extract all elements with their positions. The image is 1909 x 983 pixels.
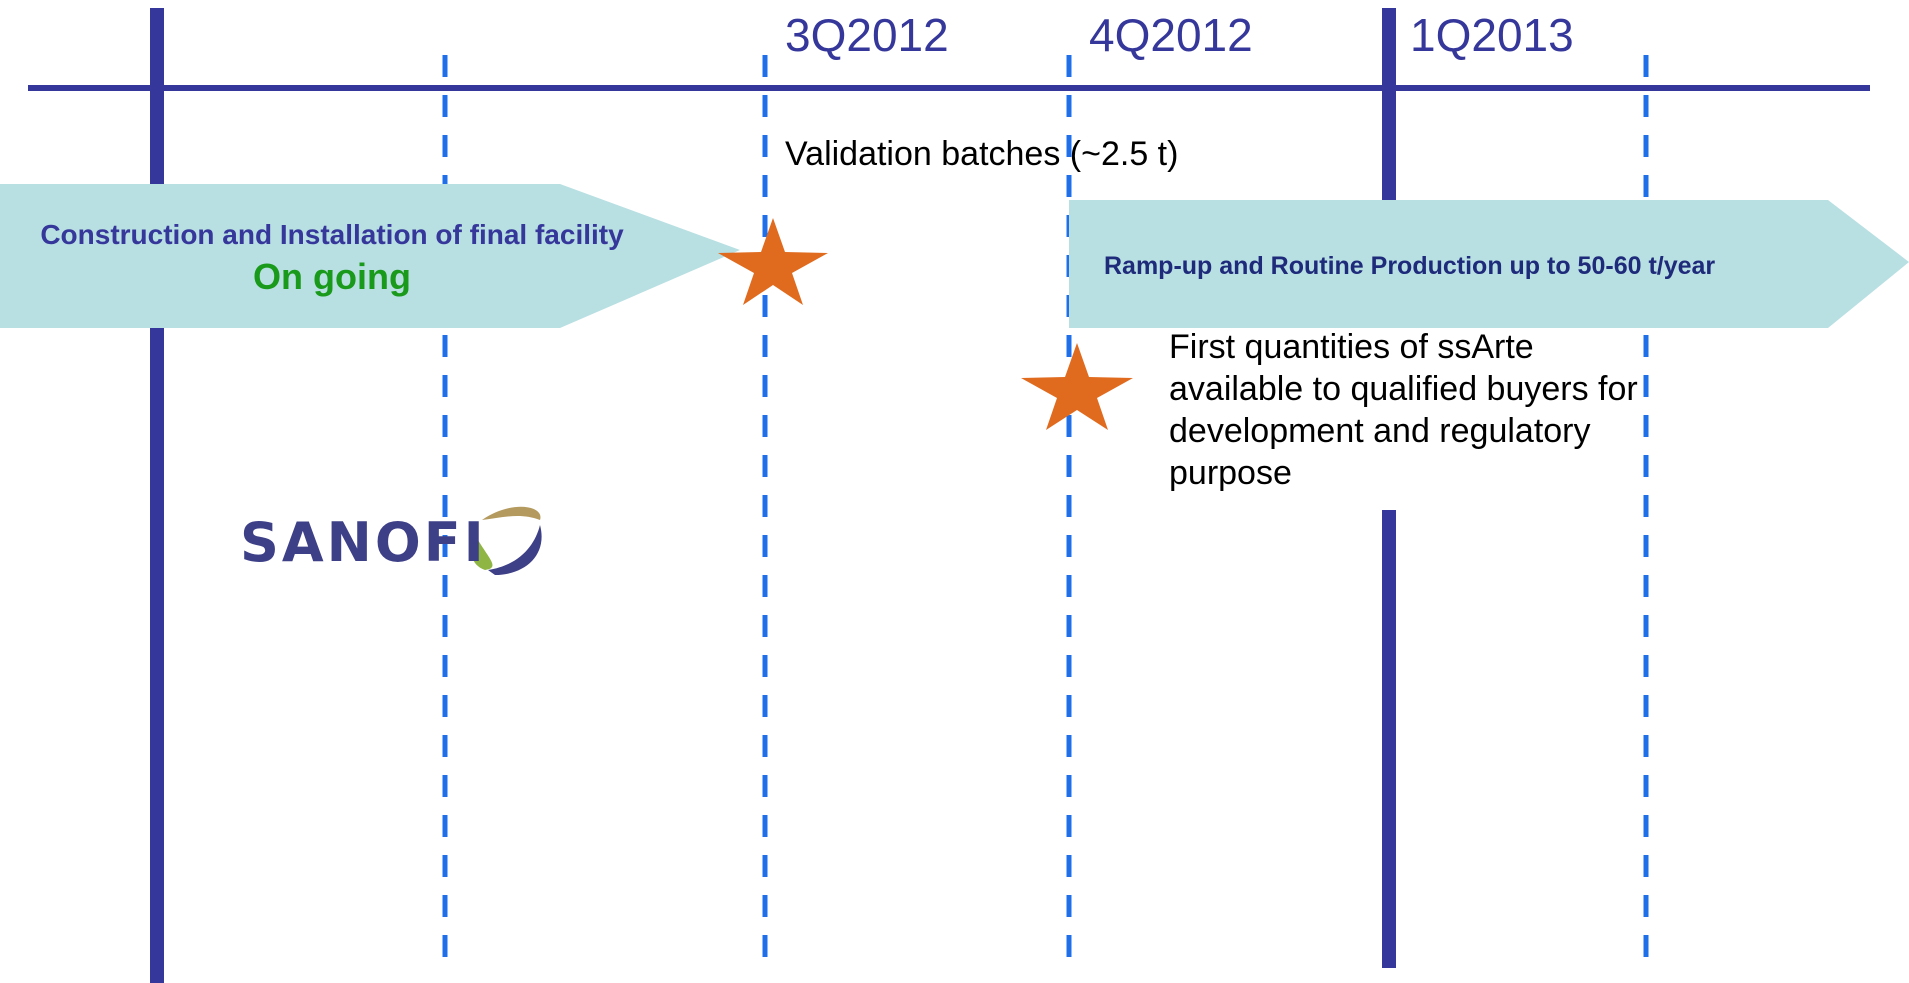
validation-batches-label: Validation batches (~2.5 t)	[785, 135, 1179, 173]
star-icon	[718, 218, 828, 305]
ramp-up-arrow	[1069, 200, 1909, 328]
quarter-label-4q2012: 4Q2012	[1089, 9, 1253, 61]
construction-arrow	[0, 184, 740, 328]
first-quantities-line: First quantities of ssArte	[1169, 328, 1534, 366]
first-quantities-line: purpose	[1169, 454, 1292, 492]
star-icon	[1021, 343, 1133, 430]
sanofi-logo: SANOFI	[240, 511, 487, 574]
first-quantities-note: First quantities of ssArte available to …	[1169, 326, 1638, 494]
quarter-label-3q2012: 3Q2012	[785, 9, 949, 61]
first-quantities-line: available to qualified buyers for	[1169, 370, 1638, 408]
first-quantities-line: development and regulatory	[1169, 412, 1591, 450]
sanofi-bird-icon	[471, 506, 542, 575]
construction-status: On going	[253, 256, 411, 297]
quarter-label-1q2013: 1Q2013	[1410, 9, 1574, 61]
construction-title: Construction and Installation of final f…	[40, 219, 624, 250]
ramp-up-label: Ramp-up and Routine Production up to 50-…	[1104, 252, 1716, 280]
